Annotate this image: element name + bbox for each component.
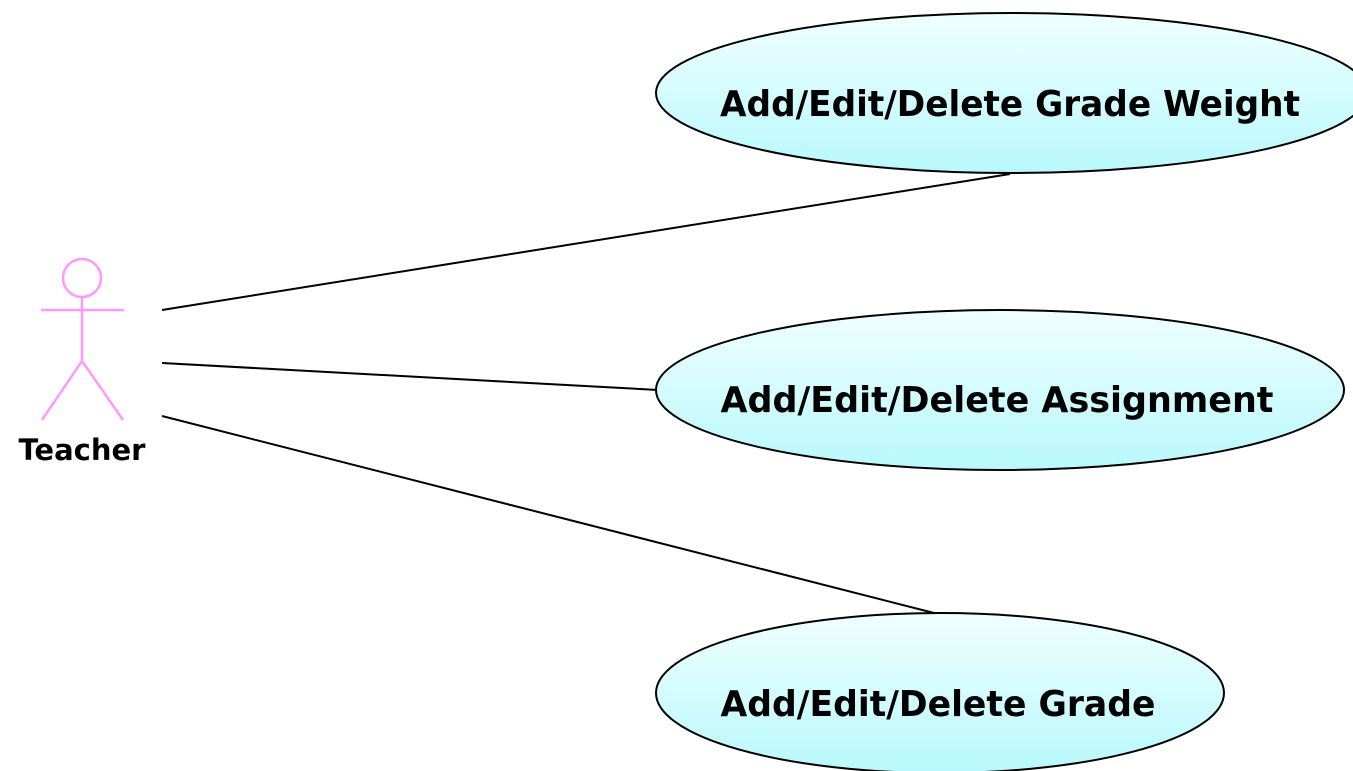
use-case-label: Add/Edit/Delete Grade xyxy=(721,684,1156,725)
use-case-ellipse xyxy=(655,612,1225,771)
actor-left-leg xyxy=(40,360,84,421)
use-case-ellipse xyxy=(655,12,1353,174)
actor-teacher[interactable]: Teacher xyxy=(19,257,147,467)
association-grade[interactable] xyxy=(161,415,939,615)
actor-label: Teacher xyxy=(19,433,147,467)
use-case-assignment[interactable]: Add/Edit/Delete Assignment xyxy=(655,309,1345,471)
use-case-grade[interactable]: Add/Edit/Delete Grade xyxy=(655,612,1225,771)
actor-right-leg xyxy=(80,360,125,421)
use-case-label: Add/Edit/Delete Assignment xyxy=(721,380,1274,421)
association-assignment[interactable] xyxy=(161,362,659,391)
use-case-grade-weight[interactable]: Add/Edit/Delete Grade Weight xyxy=(655,12,1353,174)
use-case-ellipse xyxy=(655,309,1345,471)
stick-figure-icon xyxy=(40,257,125,421)
use-case-label: Add/Edit/Delete Grade Weight xyxy=(720,84,1300,125)
actor-head xyxy=(61,257,103,299)
association-grade-weight[interactable] xyxy=(161,173,1011,311)
